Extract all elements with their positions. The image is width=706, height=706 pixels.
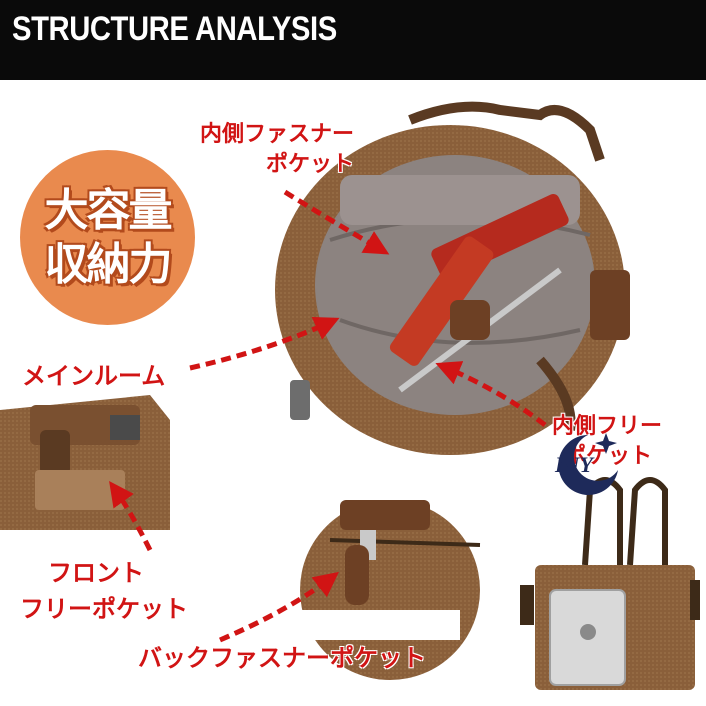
strap-loop <box>450 300 490 340</box>
product-illustration <box>0 101 700 690</box>
label-inner-zip-pocket-line1: 内側ファスナー <box>200 122 355 147</box>
side-strap <box>590 270 630 340</box>
badge-line-2: 収納力 <box>44 238 173 290</box>
brand-logo-text: INY <box>555 452 593 477</box>
label-front-pocket-line2: フリーポケット <box>20 595 188 623</box>
callout-arrows <box>109 189 547 643</box>
label-inner-free-pocket: 内側フリー ポケット <box>552 412 662 472</box>
front-pocket-detail <box>0 395 170 530</box>
large-capacity-badge: 大容量 収納力 <box>20 150 195 325</box>
label-front-pocket-line1: フロント <box>48 559 144 587</box>
label-inner-zip-pocket: 内側ファスナー ポケット <box>200 120 354 180</box>
arrow-back-zip <box>219 571 339 643</box>
full-bag-view <box>520 477 700 690</box>
red-tube <box>389 236 494 366</box>
bag-top-view <box>275 101 630 455</box>
label-inner-zip-pocket-line2: ポケット <box>266 152 355 177</box>
label-inner-free-pocket-line1: 内側フリー <box>552 414 663 439</box>
label-front-pocket: フロント フリーポケット <box>20 555 188 627</box>
label-main-room: メインルーム <box>22 362 166 390</box>
badge-line-1: 大容量 <box>44 184 173 236</box>
page-title: STRUCTURE ANALYSIS <box>12 10 337 48</box>
label-back-zip-pocket: バックファスナーポケット <box>138 644 426 672</box>
arrow-main-room <box>189 317 340 371</box>
brand-logo <box>558 433 618 495</box>
arrow-inner-zip <box>283 189 390 255</box>
header-banner: STRUCTURE ANALYSIS <box>0 0 706 80</box>
star-icon <box>595 433 617 454</box>
back-zip-detail <box>300 500 481 680</box>
arrow-front-pocket <box>109 480 153 552</box>
metal-buckle <box>290 380 310 420</box>
bag-handle <box>408 101 605 162</box>
